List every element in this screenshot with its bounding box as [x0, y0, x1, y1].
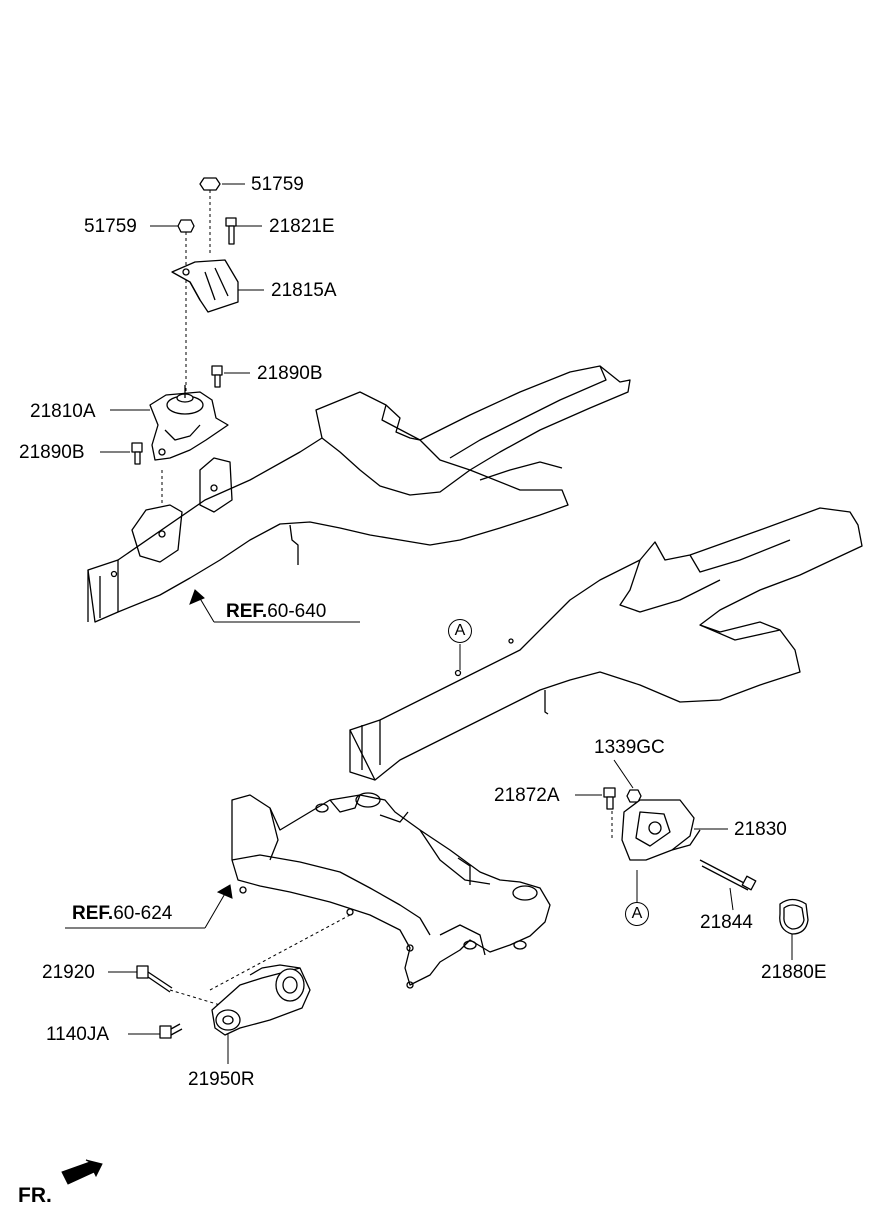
bolt-21844 — [699, 859, 757, 891]
ref-60-624-prefix: REF. — [72, 903, 114, 924]
bolt-21890b-left — [131, 442, 143, 465]
mount-21810a — [149, 385, 229, 461]
label-21821e: 21821E — [269, 216, 335, 237]
ref-60-640[interactable]: REF.60-640 — [226, 602, 326, 621]
label-21815a: 21815A — [271, 280, 337, 301]
subframe — [231, 792, 551, 989]
front-arrow-icon — [61, 1159, 103, 1185]
label-21830: 21830 — [734, 819, 787, 840]
bolt-21920 — [136, 965, 173, 993]
bolt-21890b-right — [211, 365, 223, 388]
bolt-1140ja — [159, 1023, 183, 1039]
label-21872a: 21872A — [494, 785, 560, 806]
dashed-lines — [161, 190, 613, 1006]
label-21810a: 21810A — [30, 401, 96, 422]
label-21844: 21844 — [700, 912, 753, 933]
label-21890b-right: 21890B — [257, 363, 323, 384]
mount-21830 — [621, 799, 701, 861]
bolt-21872a — [603, 787, 616, 810]
front-orientation-label: FR. — [18, 1184, 52, 1207]
left-frame-rail — [87, 365, 631, 623]
nut-51759-left — [177, 219, 195, 233]
label-21880e: 21880E — [761, 962, 827, 983]
label-21890b-left: 21890B — [19, 442, 85, 463]
label-51759-left: 51759 — [84, 216, 137, 237]
label-1339gc: 1339GC — [594, 737, 665, 758]
ref-60-624-number: 60-624 — [113, 903, 173, 924]
label-21920: 21920 — [42, 962, 95, 983]
callout-a-upper[interactable]: A — [448, 619, 472, 643]
label-1140ja: 1140JA — [46, 1024, 110, 1045]
right-frame-rail — [349, 507, 863, 781]
ref-60-624[interactable]: REF.60-624 — [72, 904, 172, 923]
pad-21880e — [779, 898, 809, 935]
bracket-21815a — [171, 259, 239, 313]
callout-a-lower[interactable]: A — [625, 902, 649, 926]
label-21950r: 21950R — [188, 1069, 255, 1090]
ref-60-640-number: 60-640 — [267, 601, 327, 622]
label-51759-top: 51759 — [251, 174, 304, 195]
nut-51759-top — [199, 177, 221, 191]
ref-60-640-prefix: REF. — [226, 601, 268, 622]
bolt-21821e — [225, 217, 237, 245]
roll-rod-21950r — [211, 964, 311, 1036]
leader-lines — [65, 183, 793, 1064]
